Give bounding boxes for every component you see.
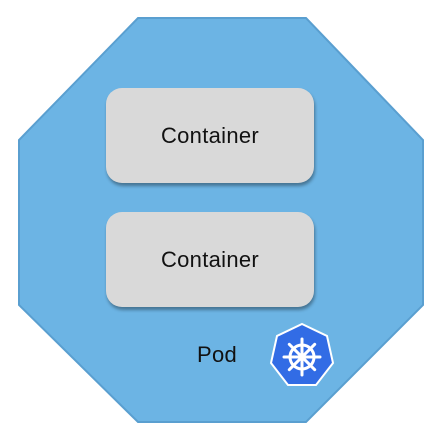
container-box-1: Container	[106, 88, 314, 183]
container-label-1: Container	[160, 122, 260, 148]
container-label-2: Container	[160, 246, 260, 272]
pod-label: Pod	[197, 342, 238, 367]
kubernetes-helm-icon	[269, 322, 335, 386]
container-box-2: Container	[106, 212, 314, 307]
